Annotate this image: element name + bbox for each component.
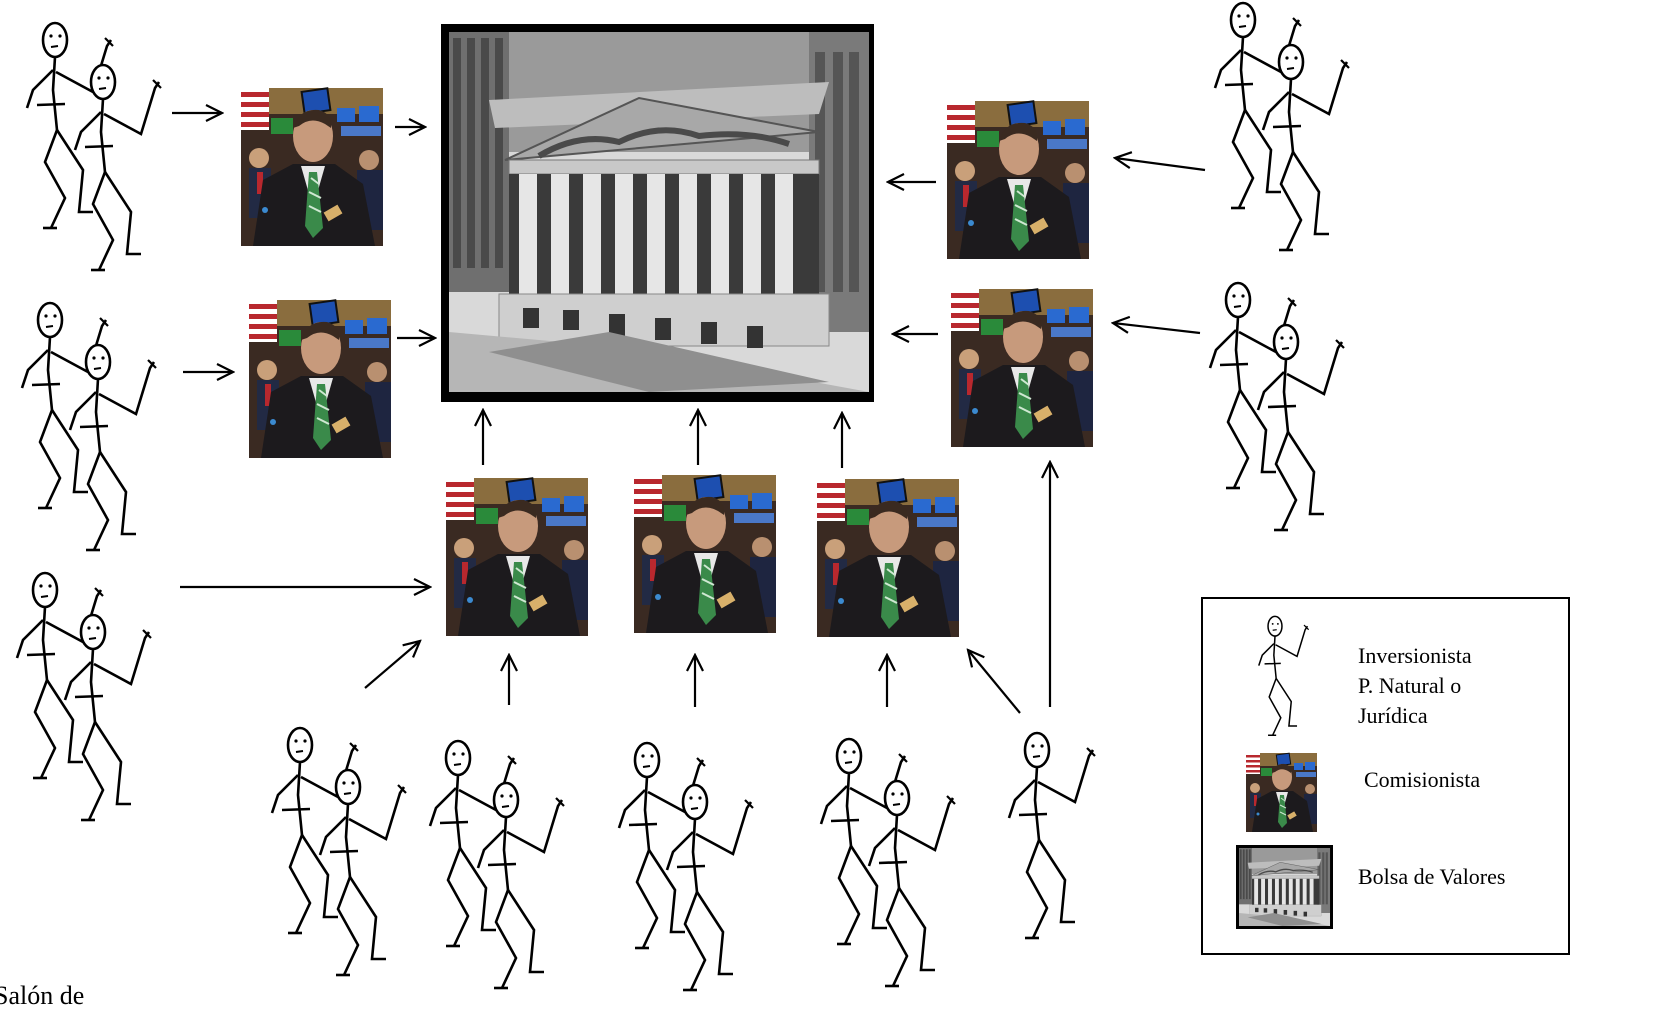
broker-photo-left-top <box>240 87 384 247</box>
investor-pair-bottom-2 <box>430 741 564 988</box>
legend-exchange-label: Bolsa de Valores <box>1358 864 1506 889</box>
arrow-investor-to-broker-bottom-diag-left <box>364 641 420 689</box>
investor-pair-right-top <box>1215 3 1349 250</box>
broker-photo-bottom-left <box>445 477 589 637</box>
legend-broker-label: Comisionista <box>1364 767 1481 792</box>
arrow-investor-to-broker-right-top <box>1115 158 1206 172</box>
stock-exchange-building <box>441 24 874 402</box>
legend-broker-icon <box>1245 752 1318 833</box>
broker-photo-right-top <box>946 100 1090 260</box>
investor-pair-bottom-4 <box>821 739 955 986</box>
investor-pair-left-bottom <box>17 573 151 820</box>
broker-photo-bottom-center <box>633 474 777 634</box>
investor-pair-right-middle <box>1210 283 1344 530</box>
broker-photo-right-middle <box>950 288 1094 448</box>
legend-exchange-icon <box>1236 845 1333 929</box>
partial-caption: Salón de <box>0 981 85 1010</box>
investor-pair-left-middle <box>22 303 156 550</box>
arrow-investor-to-broker-right-middle <box>1113 323 1201 335</box>
broker-photo-left-middle <box>248 299 392 459</box>
investor-pair-bottom-3 <box>619 743 753 990</box>
investor-pair-left-top <box>27 23 161 270</box>
legend-investor-label-line2: P. Natural o <box>1358 673 1462 698</box>
arrow-investor-to-broker-bottom-diag-right <box>968 650 1021 714</box>
investor-single-bottom <box>1007 731 1097 940</box>
broker-photo-bottom-right <box>816 478 960 638</box>
legend-investor-label-line1: Inversionista <box>1358 643 1472 668</box>
investor-pair-bottom-1 <box>272 728 406 975</box>
legend-investor-label-line3: Jurídica <box>1358 703 1428 728</box>
